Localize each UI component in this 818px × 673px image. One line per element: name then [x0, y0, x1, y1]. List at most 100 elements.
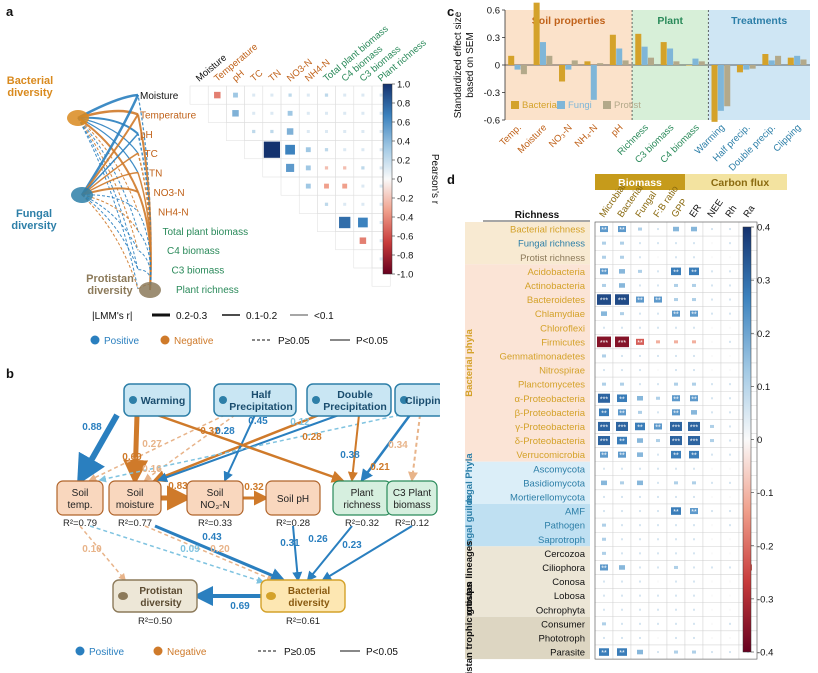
- mediator-box: [186, 480, 244, 516]
- heatmap-cell: [603, 369, 605, 372]
- significance-mark: **: [619, 650, 625, 657]
- significance-mark: ***: [690, 439, 698, 446]
- treatment-box: [306, 383, 392, 417]
- significance-mark: ***: [600, 396, 608, 403]
- variable-label: C3 biomass: [172, 266, 225, 277]
- colorbar-tick-label: 0: [397, 175, 402, 186]
- heatmap-cell: [671, 267, 681, 276]
- heatmap-cell: [621, 622, 623, 625]
- heatmap-cell: [711, 538, 713, 541]
- bar-bacteria: [762, 54, 769, 65]
- column-label: ER: [687, 202, 704, 219]
- heatmap-cell: [675, 495, 677, 498]
- panel-label-a: a: [6, 4, 14, 19]
- path-coefficient-label: 0.28: [302, 432, 322, 443]
- heatmap-cell: [711, 608, 713, 611]
- treatment-icon: [400, 396, 408, 404]
- treatment-box: [394, 383, 440, 417]
- matrix-square: [285, 144, 295, 155]
- heatmap-cell: [657, 256, 659, 259]
- row-label: Consumer: [541, 619, 585, 630]
- matrix-column-label: TN: [267, 68, 284, 85]
- colorbar-tick-label: 0.6: [397, 118, 410, 129]
- group-title: Soil properties: [532, 15, 606, 27]
- heatmap-cell: [657, 651, 659, 654]
- heatmap-cell: [675, 608, 677, 611]
- row-label: δ-Proteobacteria: [515, 436, 586, 447]
- row-label: β-Proteobacteria: [515, 408, 586, 419]
- network-link: [81, 194, 139, 232]
- heatmap-cell: [603, 467, 605, 470]
- heatmap-cell: [729, 326, 731, 329]
- matrix-square: [379, 111, 383, 115]
- matrix-square: [343, 148, 347, 152]
- row-label: Saprotroph: [538, 535, 585, 546]
- matrix-cell: [280, 176, 300, 196]
- outcome-box: [112, 579, 198, 613]
- group-title: Treatments: [731, 15, 787, 27]
- heatmap-cell: [603, 510, 605, 513]
- matrix-cell: [317, 213, 336, 232]
- legend-swatch: [511, 101, 519, 109]
- variable-label: NO3-N: [154, 188, 185, 199]
- section-background: [465, 264, 590, 462]
- heatmap-cell: [599, 648, 609, 656]
- heatmap-cell: [688, 421, 700, 431]
- heatmap-cell: [729, 256, 731, 259]
- heatmap-cell: [675, 242, 677, 245]
- matrix-square: [379, 93, 383, 97]
- legend-sig-label: P<0.05: [356, 336, 388, 347]
- header-carbonflux-label: Carbon flux: [711, 177, 769, 189]
- bar-protist: [546, 55, 553, 65]
- heatmap-cell: [598, 393, 610, 403]
- matrix-square: [325, 130, 328, 133]
- heatmap-cell: [693, 622, 695, 625]
- heatmap-cell: [603, 580, 605, 583]
- heatmap-cell: [638, 227, 642, 231]
- section-label: Protistan trophic groups: [464, 583, 475, 673]
- matrix-cell: [371, 267, 391, 287]
- matrix-square: [379, 148, 383, 152]
- section-label: Bacterial phyla: [464, 328, 475, 396]
- heatmap-cell: [654, 423, 662, 430]
- matrix-square: [305, 147, 311, 153]
- heatmap-cell: [657, 481, 659, 484]
- heatmap-cell: [711, 495, 713, 498]
- colorbar-tick-label: 0.4: [757, 223, 770, 234]
- y-axis-label: Standardized effect sizebased on SEM: [453, 11, 476, 118]
- treatment-icon: [312, 396, 320, 404]
- matrix-square: [287, 110, 293, 116]
- significance-mark: ***: [600, 439, 608, 446]
- variable-label: TC: [145, 149, 158, 160]
- heatmap-cell: [729, 510, 731, 513]
- heatmap-cell: [617, 648, 627, 656]
- row-label: Mortierellomycota: [510, 493, 586, 504]
- heatmap-cell: [639, 242, 641, 245]
- row-label: Ciliophora: [542, 563, 585, 574]
- matrix-square: [288, 93, 292, 97]
- sem-path-arrow: [79, 525, 126, 582]
- treatment-label: Clipping: [405, 395, 440, 407]
- heatmap-cell: [711, 369, 713, 372]
- heatmap-cell: [693, 369, 695, 372]
- row-label: Phototroph: [539, 634, 585, 645]
- path-coefficient-label: 0.26: [308, 534, 328, 545]
- sem-path-arrow: [306, 525, 353, 582]
- treatment-box: [213, 383, 297, 417]
- treatment-icon: [129, 396, 137, 404]
- heatmap-cell: [621, 369, 623, 372]
- section-label: Fungal Phyla: [464, 453, 475, 513]
- heatmap-cell: [619, 269, 625, 274]
- heatmap-cell: [621, 354, 623, 357]
- sem-path-arrow: [156, 413, 345, 483]
- significance-mark: **: [673, 312, 679, 319]
- heatmap-cell: [711, 397, 713, 400]
- colorbar-tick-label: 0: [757, 435, 762, 446]
- matrix-cell: [207, 103, 227, 123]
- significance-mark: **: [673, 396, 679, 403]
- network-link: [77, 117, 139, 270]
